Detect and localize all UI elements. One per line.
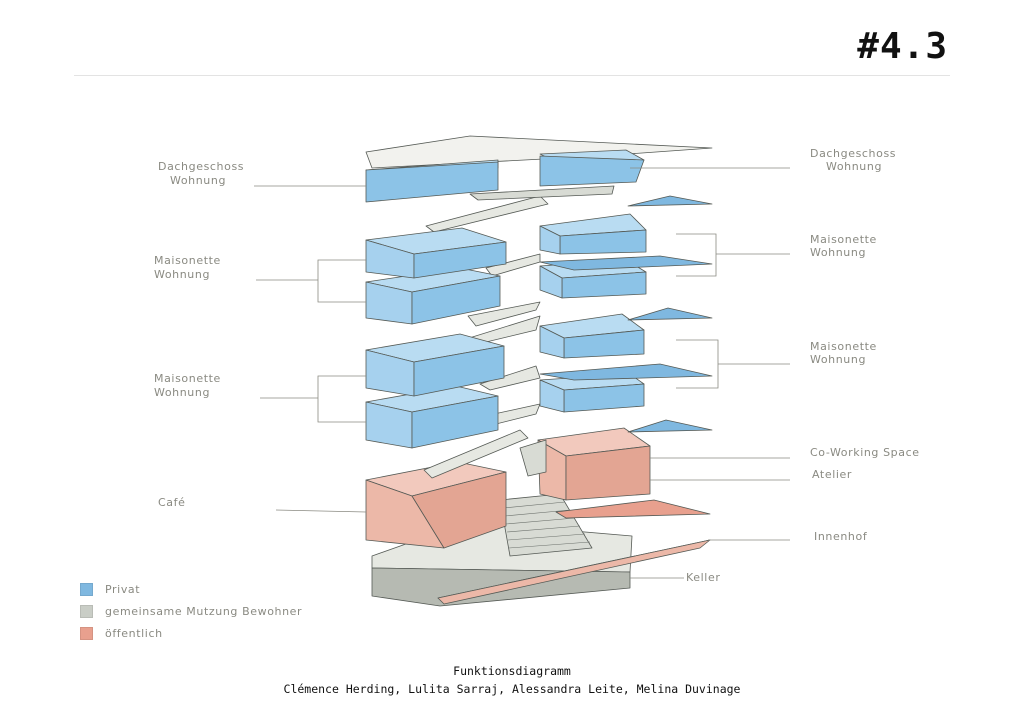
- cafe-block-front: [411, 471, 507, 549]
- label-left-maisonette-lower-wohnung: Wohnung: [154, 386, 210, 399]
- stair-segment: [467, 301, 541, 327]
- stair-segment: [425, 195, 549, 233]
- floor-wedge-private: [627, 419, 713, 433]
- label-right-atelier: Atelier: [812, 468, 852, 481]
- legend-label: öffentlich: [105, 626, 163, 640]
- maisonette-lower-right-side: [539, 325, 565, 359]
- legend-swatch-oeffentlich: [80, 626, 93, 640]
- floor-wedge-private: [627, 195, 713, 207]
- label-left-dachgeschoss-wohnung: Wohnung: [170, 174, 226, 187]
- maisonette-upper-right-side: [539, 265, 563, 299]
- header-rule: [74, 75, 950, 76]
- label-right-maisonette-upper: Maisonette: [810, 233, 877, 246]
- label-right-maisonette-lower: Maisonette: [810, 340, 877, 353]
- stairs-basement: [499, 493, 593, 557]
- label-left-maisonette-lower: Maisonette: [154, 372, 221, 385]
- label-right-keller: Keller: [686, 571, 720, 584]
- atelier-plane: [555, 499, 711, 519]
- label-left-dachgeschoss: Dachgeschoss: [158, 160, 244, 173]
- stair-segment: [519, 439, 547, 477]
- caption-authors: Clémence Herding, Lulita Sarraj, Alessan…: [283, 682, 741, 696]
- innenhof-plane-edge: [437, 539, 711, 605]
- caption-title: Funktionsdiagramm: [453, 664, 571, 678]
- floor-wedge-private: [539, 255, 713, 271]
- label-left-cafe: Café: [158, 496, 185, 509]
- label-right-coworking: Co-Working Space: [810, 446, 920, 459]
- legend-label: Privat: [105, 582, 141, 596]
- legend-item-oeffentlich: öffentlich: [80, 622, 302, 644]
- label-right-dachgeschoss: Dachgeschoss: [810, 147, 896, 160]
- maisonette-lower-left-front: [411, 395, 499, 449]
- label-left-maisonette-upper: Maisonette: [154, 254, 221, 267]
- legend-item-gemeinsam: gemeinsame Mutzung Bewohner: [80, 600, 302, 622]
- label-right-innenhof: Innenhof: [814, 530, 868, 543]
- maisonette-upper-left-front: [413, 241, 507, 279]
- maisonette-lower-right-side: [539, 379, 565, 413]
- dachgeschoss-right-front: [539, 155, 645, 187]
- legend: Privat gemeinsame Mutzung Bewohner öffen…: [80, 578, 302, 644]
- stair-segment: [423, 429, 529, 479]
- stair-segment: [469, 185, 615, 201]
- legend-swatch-privat: [80, 582, 93, 596]
- maisonette-upper-right-side: [539, 225, 561, 255]
- page-number: #4.3: [857, 26, 948, 67]
- coworking-block-front: [565, 445, 651, 501]
- label-right-dachgeschoss-wohnung: Wohnung: [826, 160, 882, 173]
- legend-swatch-gemeinsam: [80, 604, 93, 618]
- label-right-maisonette-lower-wohnung: Wohnung: [810, 353, 866, 366]
- floor-wedge-private: [539, 363, 713, 381]
- roof-plate: [365, 135, 713, 169]
- legend-label: gemeinsame Mutzung Bewohner: [105, 604, 303, 618]
- floor-wedge-private: [627, 307, 713, 321]
- dachgeschoss-left-front: [365, 161, 499, 203]
- maisonette-lower-left-front: [413, 345, 505, 397]
- label-left-maisonette-upper-wohnung: Wohnung: [154, 268, 210, 281]
- maisonette-upper-left-front: [411, 275, 501, 325]
- stair-segment: [479, 365, 541, 391]
- legend-item-privat: Privat: [80, 578, 302, 600]
- label-right-maisonette-upper-wohnung: Wohnung: [810, 246, 866, 259]
